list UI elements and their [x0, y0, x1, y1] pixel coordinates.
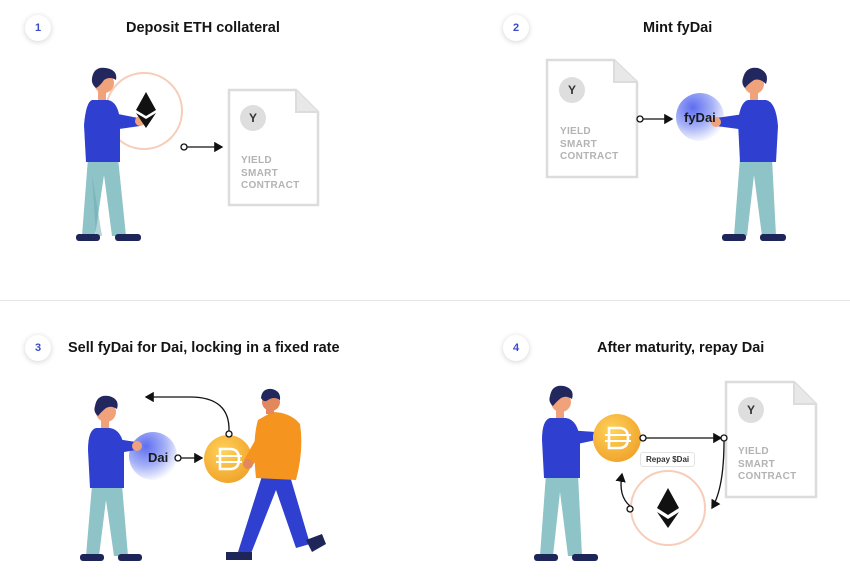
contract-2-line1: YIELD	[560, 126, 591, 137]
contract-4-line2: SMART	[738, 458, 776, 470]
contract-2-line2: SMART	[560, 138, 598, 150]
arrow-sell	[174, 452, 204, 464]
step-1-title: Deposit ETH collateral	[126, 20, 280, 36]
step-2-badge: 2	[503, 15, 529, 41]
step-3-badge: 3	[25, 335, 51, 361]
arrow-mint	[636, 113, 674, 125]
contract-1-y-badge: Y	[240, 105, 266, 131]
contract-1-line2: SMART	[241, 167, 279, 179]
contract-1-label: YIELD SMART CONTRACT	[241, 155, 300, 193]
arrow-return-curve	[144, 391, 233, 438]
contract-2-label: YIELD SMART CONTRACT	[560, 126, 619, 164]
arrow-repay	[639, 432, 723, 444]
dai-coin-4	[593, 414, 641, 462]
contract-2-line3: CONTRACT	[560, 151, 619, 162]
contract-2-y-badge: Y	[559, 77, 585, 103]
contract-1-line1: YIELD	[241, 155, 272, 166]
arrow-eth-release	[711, 434, 728, 510]
repay-dai-label: Repay $Dai	[640, 452, 696, 467]
dai-coin-3	[204, 435, 252, 483]
person-holding-fydai	[711, 67, 786, 241]
arrow-eth-return	[615, 472, 634, 513]
contract-1-line3: CONTRACT	[241, 180, 300, 191]
eth-icon-4	[657, 488, 679, 515]
fydai-coin-label: fyDai	[684, 110, 716, 125]
person-repaying	[534, 385, 603, 561]
step-3-title: Sell fyDai for Dai, locking in a fixed r…	[68, 340, 340, 356]
step-1-badge: 1	[25, 15, 51, 41]
step-4-title: After maturity, repay Dai	[597, 340, 765, 356]
section-divider	[0, 300, 850, 301]
buyer-person	[226, 388, 326, 560]
arrow-deposit	[180, 141, 224, 153]
person-selling-fydai	[80, 395, 142, 561]
contract-4-label: YIELD SMART CONTRACT	[738, 446, 797, 484]
step-4-badge: 4	[503, 335, 529, 361]
eth-return-group	[630, 470, 706, 546]
contract-4-line1: YIELD	[738, 446, 769, 457]
person-holding-eth	[76, 67, 183, 241]
contract-4-line3: CONTRACT	[738, 471, 797, 482]
fydai-coin-2	[676, 93, 724, 141]
step-2-title: Mint fyDai	[643, 20, 713, 36]
contract-4-y-badge: Y	[738, 397, 764, 423]
fydai-coin-label-partial: Dai	[148, 450, 169, 465]
eth-icon	[136, 92, 156, 128]
